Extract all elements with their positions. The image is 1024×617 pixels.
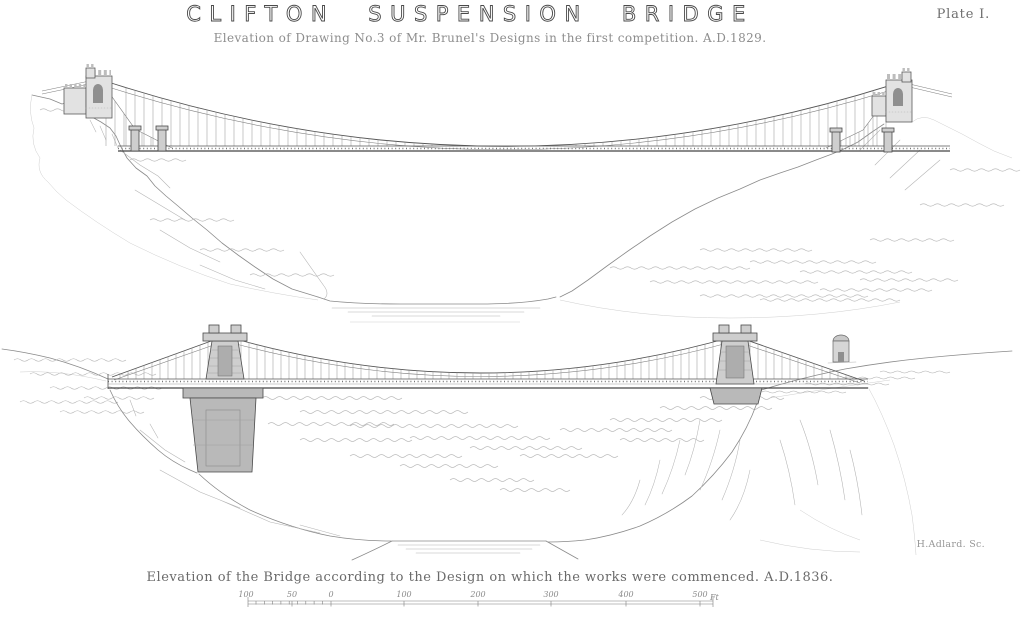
scale-label-7: 500 (692, 590, 707, 599)
top-right-tower (871, 68, 913, 123)
scale-label-1: 50 (287, 590, 297, 599)
plate-title: CLIFTON SUSPENSION BRIDGE (186, 2, 754, 26)
top-elevation-1829 (30, 64, 1021, 323)
scale-label-6: 400 (617, 590, 633, 599)
scale-label-5: 300 (543, 590, 558, 599)
bottom-right-pylon (709, 324, 763, 405)
bottom-gorge-terrain (1, 348, 1013, 561)
top-hangers (105, 87, 887, 146)
observatory-tower (827, 334, 857, 364)
scale-label-4: 200 (469, 590, 485, 599)
caption-1836: Elevation of the Bridge according to the… (147, 570, 834, 585)
scale-label-3: 100 (396, 590, 411, 599)
scale-unit: Ft (709, 593, 720, 602)
engraver-credit: H.Adlard. Sc. (917, 539, 985, 550)
bottom-left-pylon (182, 324, 264, 473)
plate-subtitle: Elevation of Drawing No.3 of Mr. Brunel'… (214, 31, 767, 45)
bottom-elevation-1836 (1, 324, 1013, 561)
plate-number: Plate I. (937, 7, 990, 22)
top-gorge-terrain (30, 94, 1021, 323)
top-left-tower (63, 64, 113, 119)
scale-label-2: 0 (328, 590, 333, 599)
top-deck (118, 125, 950, 153)
scale-bar: 100 50 0 100 200 300 400 500 Ft (238, 590, 720, 607)
top-chains (41, 78, 953, 151)
scale-label-0: 100 (238, 590, 253, 599)
